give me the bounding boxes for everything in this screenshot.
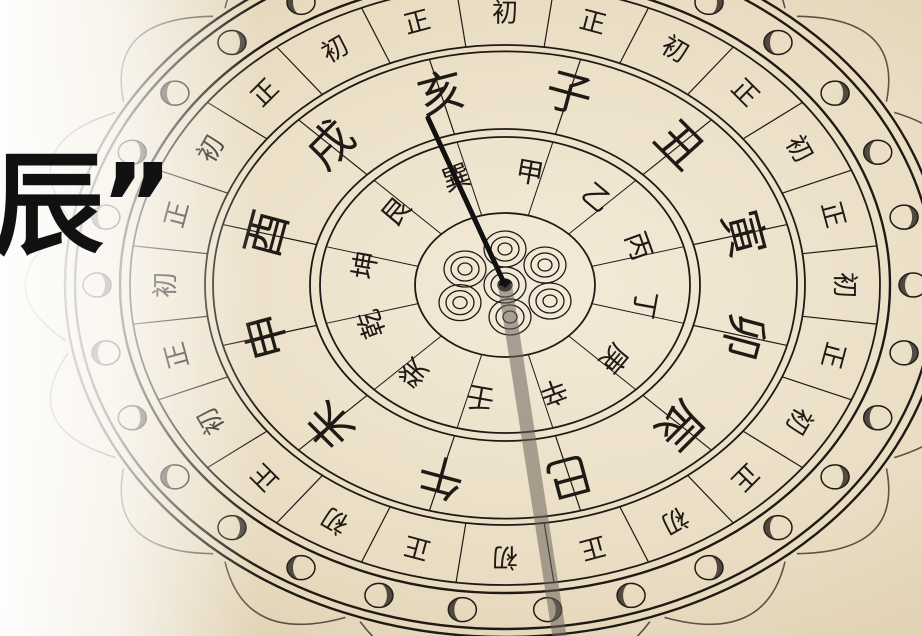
branch-char: 戌 — [295, 109, 366, 180]
outer-divider — [544, 0, 554, 47]
cloud-swirl — [538, 259, 552, 271]
outer-ring-char: 正 — [815, 339, 851, 372]
moon-shade — [904, 205, 918, 229]
cloud-swirl — [453, 297, 467, 309]
moon-shade — [835, 465, 849, 489]
outer-divider — [743, 102, 803, 139]
moon-shade — [709, 556, 723, 580]
outer-ring-char: 正 — [576, 5, 609, 41]
cloud-swirl — [491, 237, 519, 261]
moon-shade — [448, 598, 462, 622]
moon-shade — [764, 516, 778, 540]
outer-ring-char: 初 — [829, 272, 859, 298]
outer-ring-char: 正 — [725, 457, 765, 497]
outer-divider — [456, 0, 466, 47]
moon-shade — [764, 30, 778, 54]
cloud-swirl — [446, 291, 474, 315]
outer-ring-char: 初 — [317, 30, 355, 69]
stem-char: 艮 — [375, 190, 418, 233]
moon-shade — [287, 0, 301, 14]
outer-ring-char: 初 — [656, 501, 694, 540]
stem-char: 甲 — [513, 154, 546, 191]
outer-divider — [782, 170, 851, 193]
gnomon-needle — [428, 118, 505, 285]
branch-char: 辰 — [644, 390, 715, 461]
moon-shade — [904, 341, 918, 365]
moon-shade — [899, 273, 913, 297]
outer-divider — [802, 246, 876, 254]
cloud-swirl — [498, 243, 512, 255]
outer-ring-char: 正 — [725, 73, 765, 113]
moon-shade — [287, 556, 301, 580]
outer-ring-char: 初 — [779, 402, 818, 440]
headline-text: 辰” — [0, 150, 170, 262]
outer-divider — [620, 8, 649, 63]
cloud-swirl — [536, 289, 564, 313]
stem-char: 乙 — [575, 176, 618, 219]
branch-char: 亥 — [412, 61, 470, 125]
outer-ring-char: 初 — [317, 501, 355, 540]
cloud-swirl — [543, 295, 557, 307]
outer-divider — [802, 316, 876, 324]
outer-divider — [456, 523, 466, 582]
outer-divider — [688, 47, 734, 95]
branch-char: 卯 — [712, 307, 776, 365]
stem-char: 坤 — [346, 249, 383, 282]
petal — [664, 562, 785, 625]
outer-divider — [277, 475, 323, 523]
outer-ring-char: 正 — [815, 198, 851, 231]
outer-ring-char: 初 — [492, 541, 518, 571]
cloud-swirl — [451, 257, 479, 281]
outer-divider — [782, 377, 851, 400]
stem-char: 癸 — [392, 351, 435, 394]
outer-divider — [277, 47, 323, 95]
outer-divider — [361, 8, 390, 63]
branch-char: 午 — [412, 445, 470, 509]
stem-char: 丁 — [626, 288, 663, 321]
branch-char: 寅 — [712, 204, 776, 262]
outer-divider — [361, 507, 390, 562]
outer-ring-char: 初 — [779, 131, 818, 169]
outer-ring-char: 初 — [492, 0, 518, 29]
moon-shade — [617, 583, 631, 607]
outer-divider — [743, 431, 803, 468]
stem-char: 壬 — [464, 379, 497, 416]
moon-shade — [835, 81, 849, 105]
branch-char: 巳 — [540, 445, 598, 509]
outer-divider — [688, 475, 734, 523]
moon-shade — [379, 583, 393, 607]
cloud-swirl — [531, 253, 559, 277]
branch-char: 子 — [540, 61, 598, 125]
moon-shade — [864, 406, 878, 430]
outer-divider — [620, 507, 649, 562]
stem-char: 辛 — [535, 372, 573, 413]
left-fade-overlay — [0, 0, 260, 636]
branch-char: 未 — [295, 390, 366, 461]
moon-shade — [709, 0, 723, 14]
outer-ring-char: 正 — [401, 529, 434, 565]
outer-ring-char: 初 — [656, 30, 694, 69]
outer-ring-char: 正 — [401, 5, 434, 41]
cloud-swirl — [458, 263, 472, 275]
branch-char: 丑 — [644, 109, 715, 180]
moon-shade — [864, 140, 878, 164]
stem-char: 庚 — [592, 337, 635, 380]
outer-ring-char: 正 — [576, 529, 609, 565]
